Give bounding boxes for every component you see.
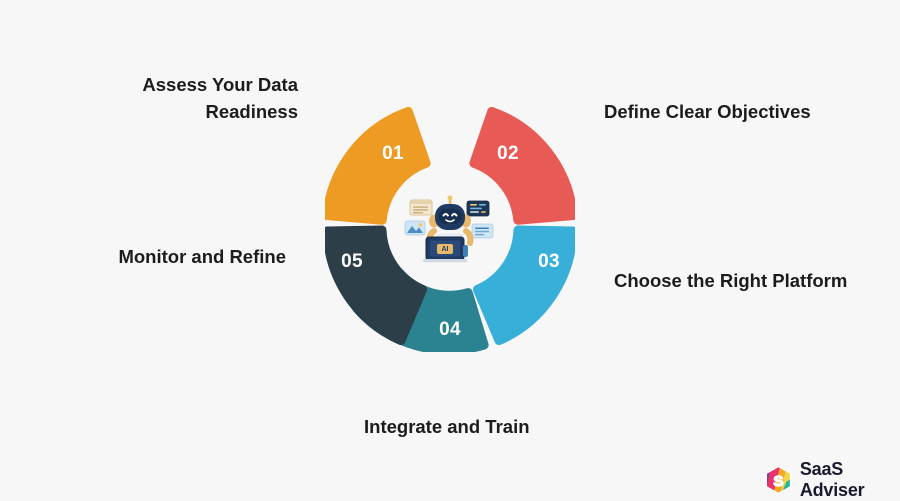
donut-path-02 bbox=[469, 106, 575, 225]
donut-segment-05[interactable]: 05 bbox=[325, 225, 428, 346]
donut-svg: 01 02 03 04 05 bbox=[325, 106, 575, 352]
step-label-05-monitor-and-refine: Monitor and Refine bbox=[118, 246, 286, 267]
robot-smile bbox=[445, 219, 455, 223]
process-cycle-donut: 01 02 03 04 05 bbox=[325, 102, 575, 352]
step-label-02-define-clear-objectives: Define Clear Objectives bbox=[604, 101, 811, 122]
svg-text:AI: AI bbox=[442, 246, 449, 253]
robot-face-screen bbox=[438, 209, 462, 224]
floating-card-image-icon bbox=[404, 220, 426, 236]
svg-text:S: S bbox=[773, 473, 783, 490]
brand-name: SaaS Adviser bbox=[799, 459, 865, 500]
donut-number-05: 05 bbox=[341, 251, 363, 272]
donut-segment-02[interactable]: 02 bbox=[461, 106, 575, 236]
floating-card-document-icon bbox=[409, 199, 433, 216]
donut-segment-03[interactable]: 03 bbox=[472, 225, 575, 346]
step-label-01-assess-your-data-readiness: Assess Your Data Readiness bbox=[142, 74, 298, 122]
donut-number-01: 01 bbox=[382, 143, 404, 164]
ai-robot-illustration-svg: AI bbox=[404, 195, 494, 263]
step-label-04-integrate-and-train: Integrate and Train bbox=[364, 416, 530, 437]
robot-eye-left bbox=[442, 213, 449, 217]
donut-number-03: 03 bbox=[538, 251, 560, 272]
donut-path-05 bbox=[325, 225, 428, 346]
donut-path-01 bbox=[325, 106, 431, 225]
floating-card-code-icon bbox=[466, 200, 490, 217]
robot-antenna-tip bbox=[447, 195, 453, 201]
robot-arm-right bbox=[463, 228, 474, 246]
step-label-03-choose-the-right-platform: Choose the Right Platform bbox=[614, 270, 848, 291]
donut-number-04: 04 bbox=[439, 319, 461, 340]
donut-segment-01[interactable]: 01 bbox=[325, 106, 439, 236]
laptop-icon: AI bbox=[423, 236, 467, 263]
donut-path-03 bbox=[472, 225, 575, 346]
robot-eye-right bbox=[451, 213, 458, 217]
robot-hand-accent bbox=[463, 245, 468, 257]
ai-robot-laptop-icon: AI bbox=[404, 193, 496, 263]
donut-number-02: 02 bbox=[497, 143, 519, 164]
floating-card-list-icon bbox=[471, 223, 494, 239]
hexagon-s-logo-icon: S bbox=[765, 465, 792, 495]
brand-logo[interactable]: S SaaS Adviser bbox=[765, 459, 900, 501]
